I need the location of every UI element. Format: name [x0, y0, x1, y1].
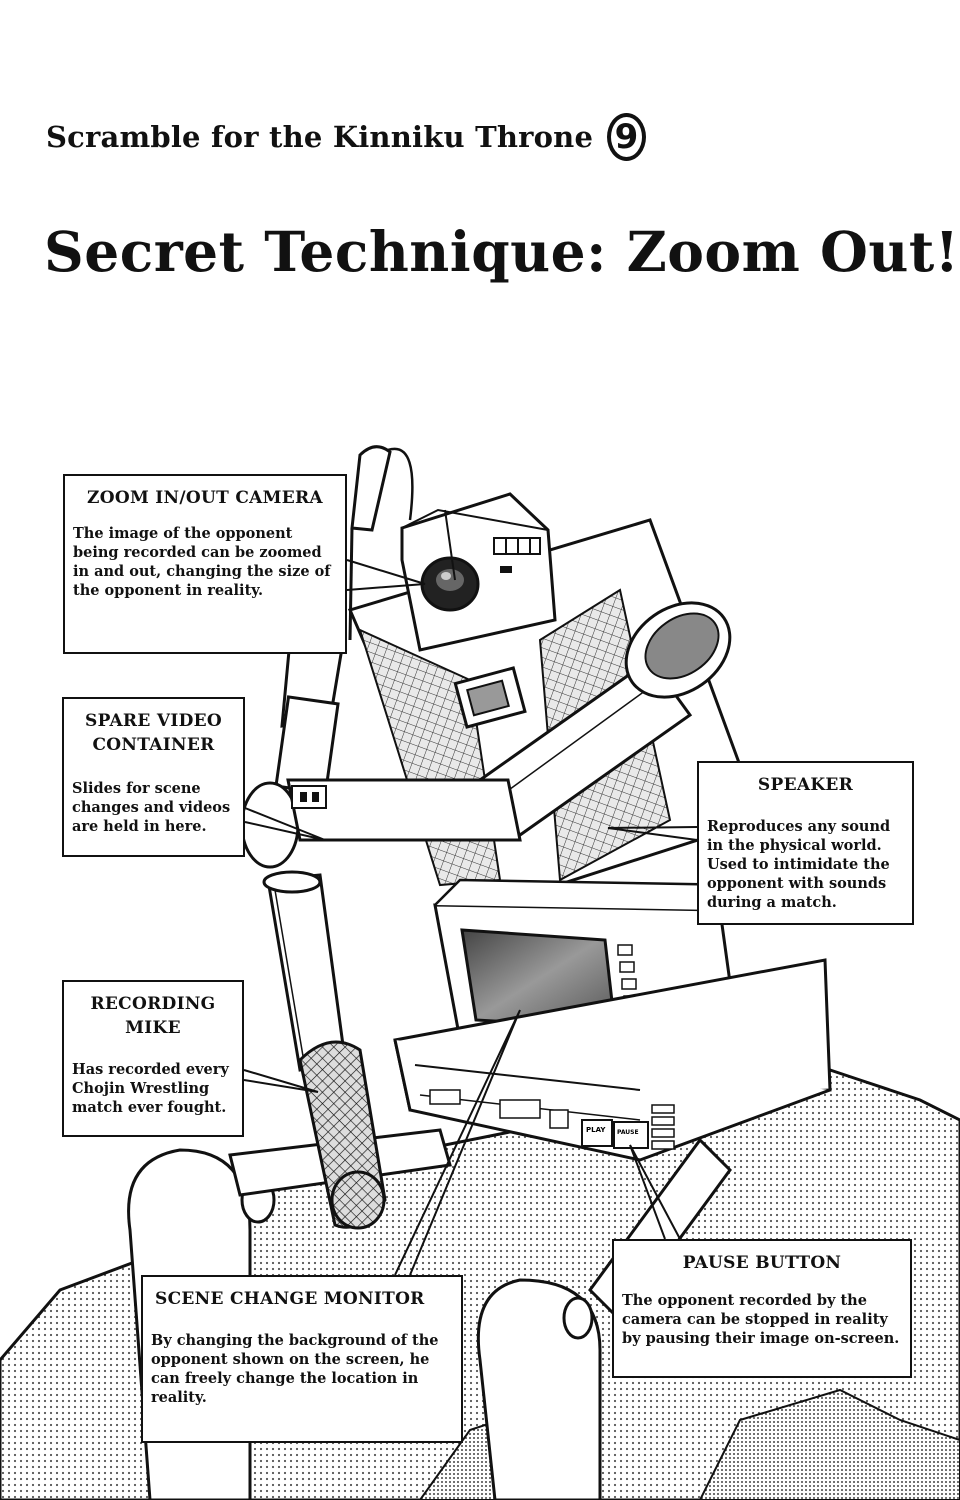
callout-spare-video-container: SPARE VIDEO CONTAINER Slides for scene c…	[62, 697, 245, 857]
callout-recording-mike: RECORDING MIKE Has recorded every Chojin…	[62, 980, 244, 1137]
callout-body: Has recorded every Chojin Wrestling matc…	[72, 1061, 229, 1116]
chapter-title: Secret Technique: Zoom Out!	[44, 219, 960, 284]
callout-heading: RECORDING MIKE	[90, 994, 216, 1038]
callout-zoom-camera: ZOOM IN/OUT CAMERA The image of the oppo…	[63, 474, 347, 654]
callout-pause-button: PAUSE BUTTON The opponent recorded by th…	[612, 1239, 912, 1378]
leader-lines	[243, 559, 698, 1276]
series-title: Scramble for the Kinniku Throne 9	[46, 112, 646, 162]
antenna	[350, 445, 392, 532]
vcr-pause-button: PAUSE	[613, 1121, 649, 1149]
callout-body: The image of the opponent being recorded…	[73, 525, 331, 599]
play-label: PLAY	[586, 1126, 606, 1134]
callout-speaker: SPEAKER Reproduces any sound in the phys…	[697, 761, 914, 925]
callout-heading: SPARE VIDEO CONTAINER	[85, 711, 222, 755]
callout-body: Reproduces any sound in the physical wor…	[707, 818, 891, 911]
callout-heading: ZOOM IN/OUT CAMERA	[87, 488, 323, 508]
callout-scene-change-monitor: SCENE CHANGE MONITOR By changing the bac…	[141, 1275, 463, 1443]
callout-heading: PAUSE BUTTON	[682, 1253, 842, 1273]
chapter-number-badge: 9	[607, 113, 646, 161]
callout-heading: SCENE CHANGE MONITOR	[155, 1289, 425, 1309]
vcr-play-button: PLAY	[581, 1119, 613, 1147]
series-title-text: Scramble for the Kinniku Throne	[46, 120, 594, 154]
vcr-side-buttons	[651, 1104, 675, 1150]
camera-head	[400, 492, 557, 652]
callout-heading: SPEAKER	[757, 775, 854, 795]
callout-body: The opponent recorded by the camera can …	[622, 1292, 900, 1347]
callout-body: Slides for scene changes and videos are …	[72, 780, 231, 835]
pause-label: PAUSE	[617, 1129, 639, 1136]
callout-body: By changing the background of the oppone…	[151, 1332, 439, 1406]
